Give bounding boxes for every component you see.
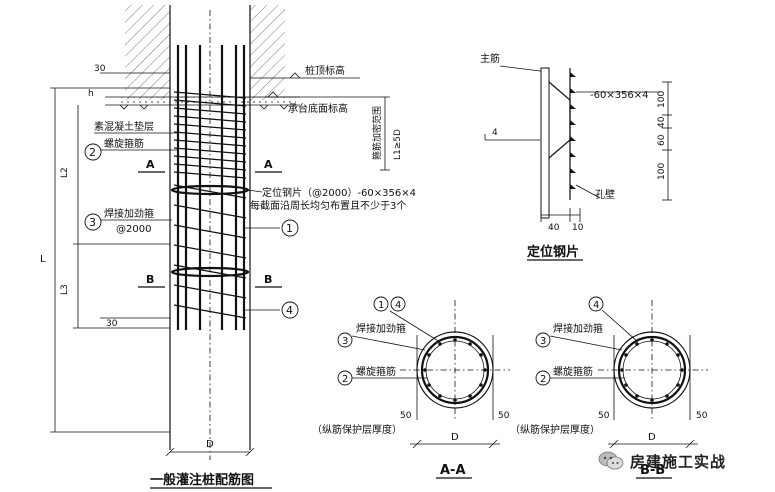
detail-dim-60: 60 [657,134,667,146]
aa-num-4: 4 [395,300,401,311]
bb-spiral-label: 螺旋箍筋 [553,365,593,378]
main-bar [540,67,550,219]
dim-L3: L3 [60,284,70,295]
detail-dim-100b: 100 [657,163,667,180]
pile-top-label: 桩顶标高 [305,64,345,77]
aa-bars [423,338,487,402]
main-elevation: A A B B 桩顶标高 承台底面标高 箍筋加密范围 L1≥5D 定位钢片（@2… [40,5,416,489]
callout-3: 3 [89,216,96,229]
bb-cover-label: （纵筋保护层厚度） [510,423,600,436]
detail-dim-40: 40 [657,116,667,128]
wechat-icon [598,450,624,472]
bb-dim-50b: 50 [696,411,708,421]
section-aa: 1 4 3 焊接加劲箍 2 螺旋箍筋 50 50 （纵筋保护层厚度） D A-A [312,296,510,479]
weld-ring-lower [170,266,250,278]
cushion-layer [118,97,296,105]
bb-bars [620,338,684,402]
aa-weld-label: 焊接加劲箍 [356,322,406,335]
cap-bottom-label: 承台底面标高 [288,102,348,115]
densify-length-label: L1≥5D [393,129,403,160]
locator-label: 定位钢片（@2000）-60×356×4 [262,186,416,199]
bb-weld-ring [617,335,687,405]
aa-weld-ring [420,335,490,405]
dim-30-bottom: 30 [106,319,118,329]
weld-spacing: @2000 [116,224,151,235]
weld-label: 焊接加劲箍 [104,207,154,220]
spiral-hoops [173,91,247,319]
callout-4: 4 [286,304,293,317]
aa-dim-D: D [451,432,459,443]
dim-D: D [206,439,214,450]
spiral-label: 螺旋箍筋 [104,137,144,150]
dim-L: L [40,254,46,265]
callout-2: 2 [89,146,96,159]
detail-dim-40b: 40 [548,223,560,233]
bb-dim-50a: 50 [598,411,610,421]
aa-title: A-A [440,463,466,478]
bb-num-3: 3 [540,336,546,347]
dim-30-top: 30 [94,64,106,74]
callout-1: 1 [286,222,293,235]
locator-detail: 主筋 -60×356×4 100 40 60 100 4 孔壁 [480,52,672,261]
watermark: 房建施工实战 [598,446,758,476]
detail-dim-4: 4 [492,128,498,138]
bb-dim-D: D [648,432,656,443]
main-title: 一般灌注桩配筋图 [150,472,254,488]
aa-num-1: 1 [378,300,384,311]
section-bb: 4 3 焊接加劲箍 2 螺旋箍筋 50 50 （纵筋保护层厚度） D B-B [510,296,708,479]
aa-num-2: 2 [342,374,348,385]
section-b-left: B [146,273,154,286]
watermark-text: 房建施工实战 [630,452,727,471]
bb-title: B-B [640,463,665,478]
bb-weld-label: 焊接加劲箍 [553,322,603,335]
locator-plate [548,81,571,159]
dim-L2: L2 [60,167,70,178]
plate-spec: -60×356×4 [590,90,649,101]
aa-spiral-label: 螺旋箍筋 [356,365,396,378]
aa-cover-label: （纵筋保护层厚度） [312,423,402,436]
densify-label: 箍筋加密范围 [371,106,383,160]
bb-num-4: 4 [593,300,599,311]
detail-dim-10: 10 [572,223,584,233]
aa-dim-50a: 50 [400,411,412,421]
locator-note: 每截面沿周长均匀布置且不少于3个 [250,199,406,212]
aa-num-3: 3 [342,336,348,347]
dim-h: h [88,89,94,99]
section-b-right: B [264,273,272,286]
detail-title: 定位钢片 [526,244,579,260]
main-bar-label: 主筋 [480,52,500,65]
cushion-label: 素混凝土垫层 [94,120,154,133]
hole-wall-label: 孔壁 [595,188,615,201]
section-a-right: A [264,158,273,171]
aa-dim-50b: 50 [498,411,510,421]
section-a-left: A [146,158,155,171]
bb-num-2: 2 [540,374,546,385]
detail-dim-100a: 100 [657,91,667,108]
